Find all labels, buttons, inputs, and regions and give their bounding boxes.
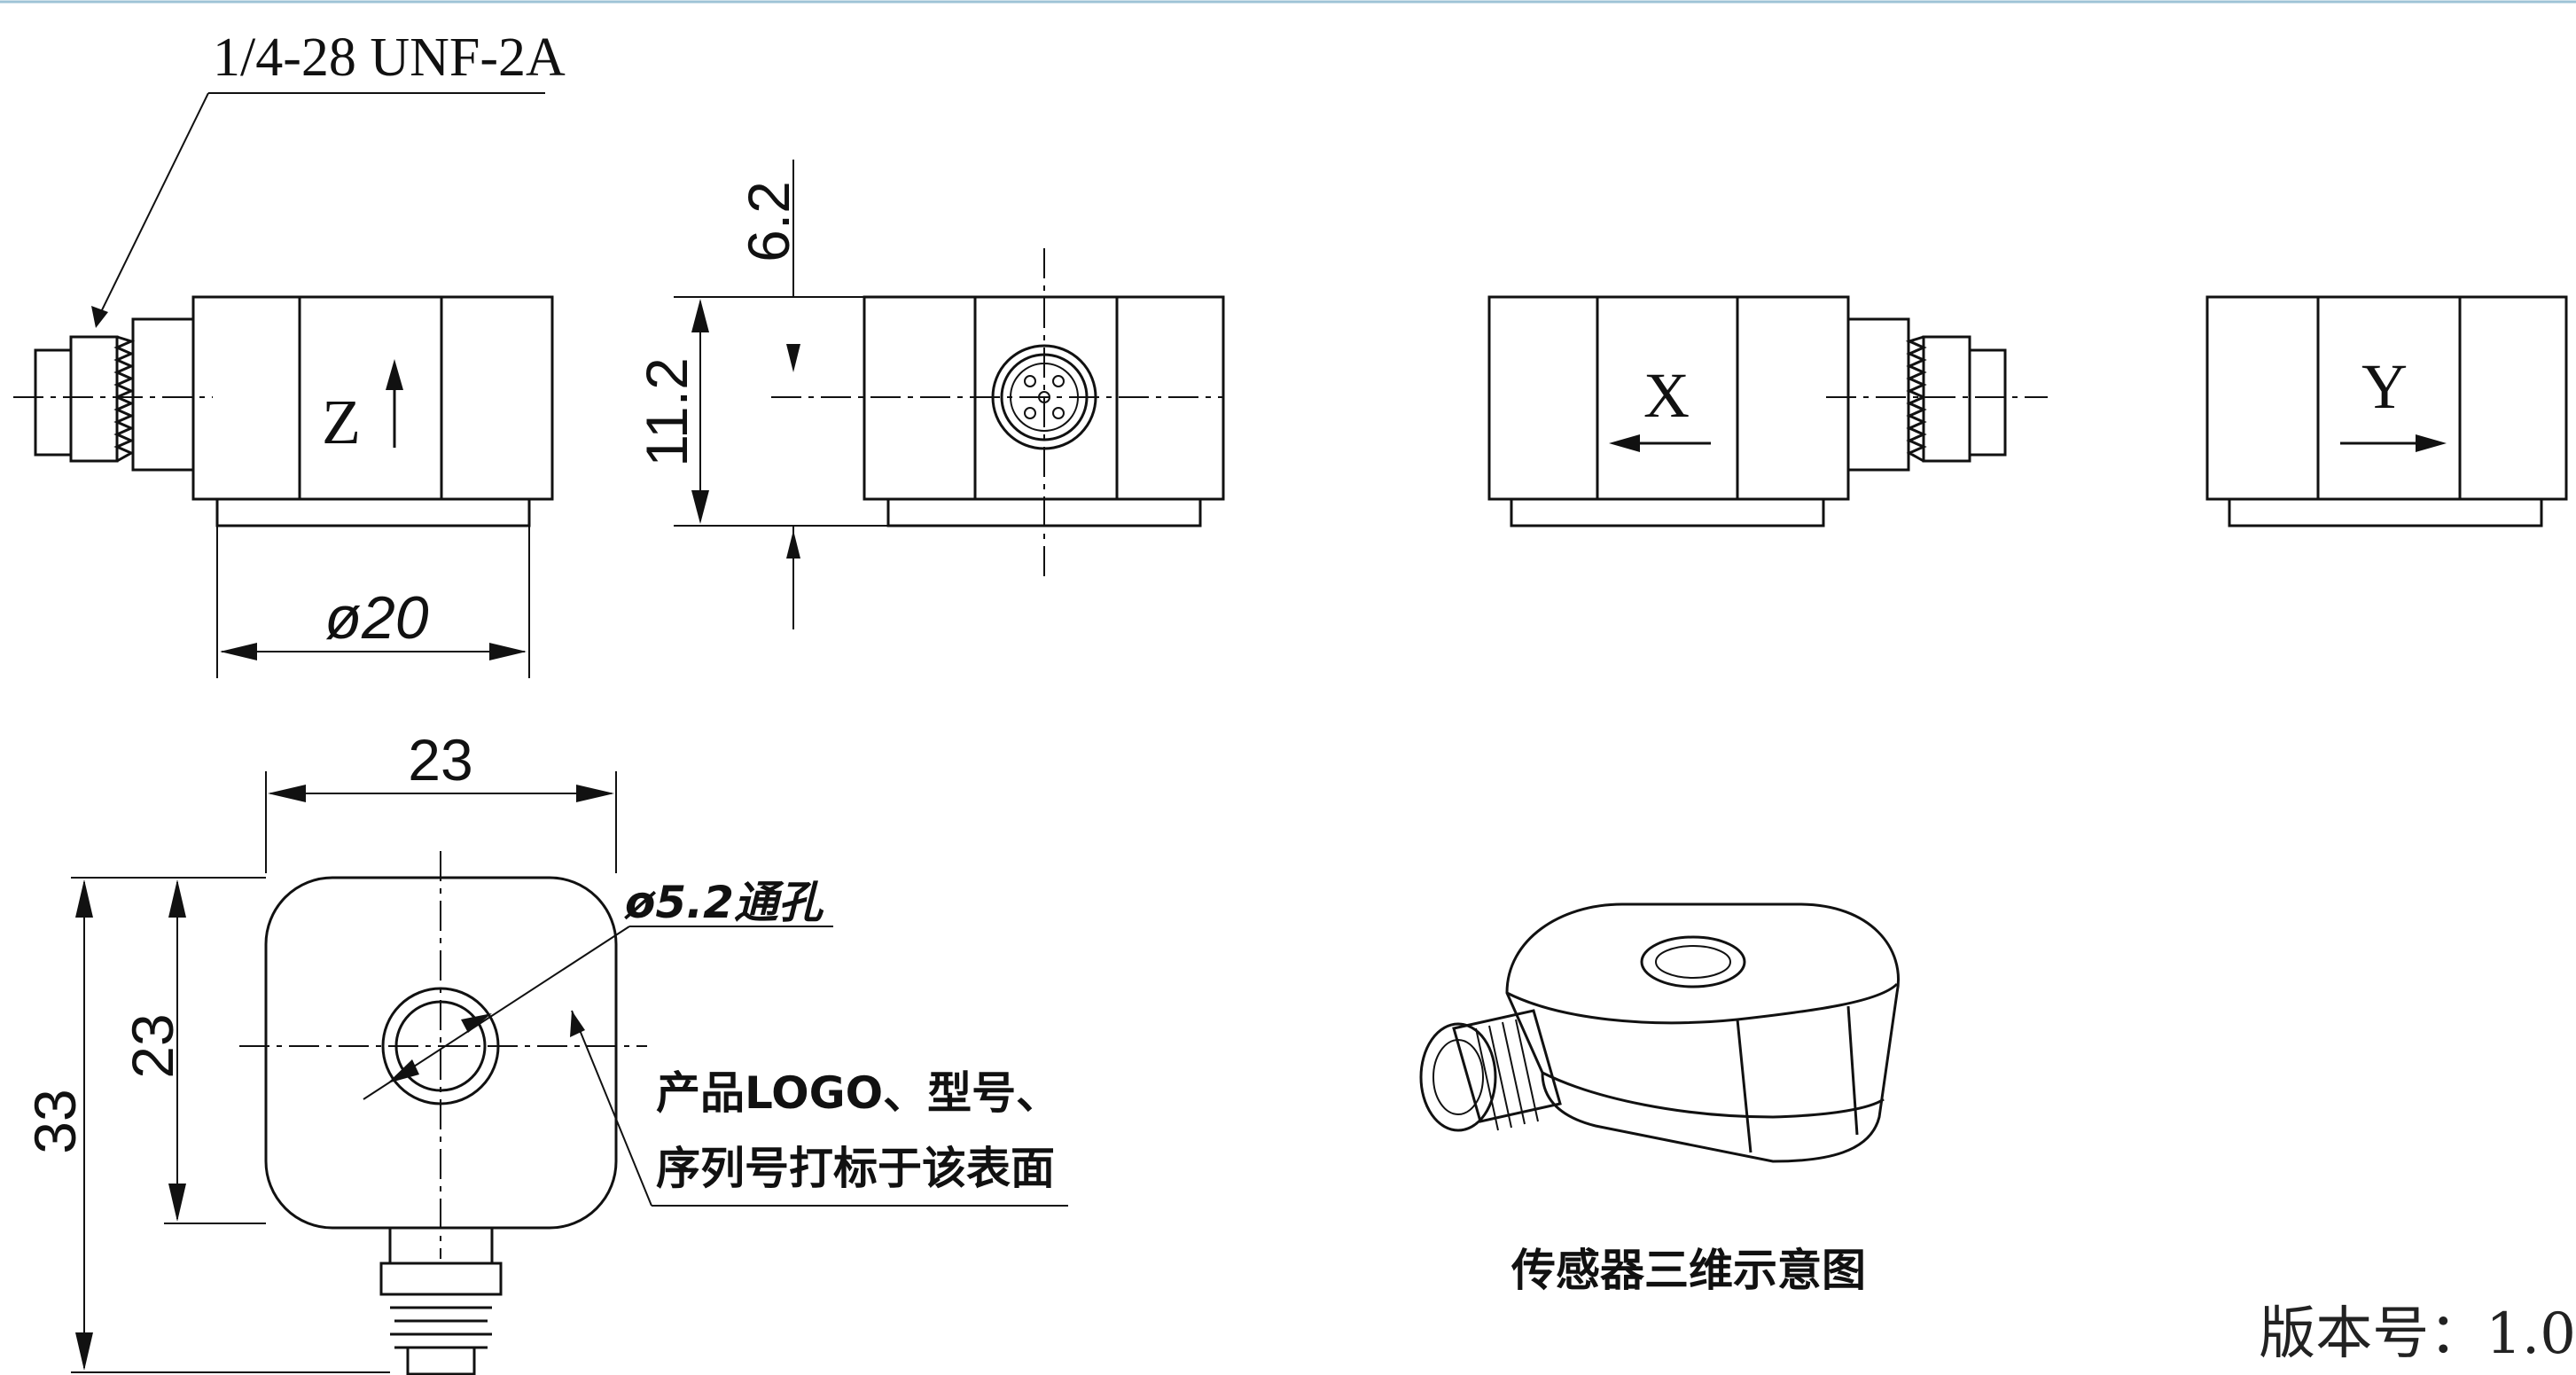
view-front — [771, 248, 1225, 576]
arrow-up-icon — [386, 359, 403, 390]
marking-note-callout: 产品LOGO、型号、 序列号打标于该表面 — [570, 1010, 1068, 1207]
view-z-side: Z — [13, 295, 554, 527]
sensor-3d-view: 传感器三维示意图 — [1419, 902, 1900, 1296]
svg-text:23: 23 — [408, 727, 472, 793]
thread-spec-callout: 1/4-28 UNF-2A — [91, 27, 566, 328]
thread-spec-label: 1/4-28 UNF-2A — [213, 27, 566, 88]
view-top: ø5.2通孔 — [239, 851, 833, 1375]
view-x-side: X — [1487, 295, 2048, 527]
svg-text:23: 23 — [120, 1013, 185, 1078]
version-label: 版本号：1.0 — [2259, 1301, 2576, 1367]
thread-connector-left — [34, 335, 136, 463]
thread-connector-right — [1905, 335, 2007, 463]
view-3d-caption: 传感器三维示意图 — [1510, 1245, 1866, 1296]
dim-diameter-20: ø20 — [216, 526, 530, 678]
svg-text:6.2: 6.2 — [736, 181, 801, 262]
axis-z-label: Z — [322, 387, 361, 457]
dim-height-23: 23 — [120, 877, 266, 1224]
svg-text:33: 33 — [22, 1089, 88, 1153]
axis-y-label: Y — [2361, 351, 2408, 422]
dim-width-23: 23 — [265, 727, 617, 873]
arrow-right-icon — [2416, 434, 2447, 452]
dim-height-33: 33 — [22, 877, 390, 1373]
arrow-left-icon — [1609, 434, 1640, 452]
through-hole-label: ø5.2通孔 — [624, 877, 824, 928]
view-y-side: Y — [2205, 295, 2568, 527]
svg-text:11.2: 11.2 — [634, 357, 699, 467]
axis-x-label: X — [1643, 360, 1690, 431]
marking-note-line1: 产品LOGO、型号、 — [656, 1067, 1060, 1119]
dim-height-6-2-and-11-2: 11.2 6.2 — [634, 160, 888, 629]
svg-text:ø20: ø20 — [324, 584, 428, 652]
marking-note-line2: 序列号打标于该表面 — [656, 1143, 1055, 1194]
